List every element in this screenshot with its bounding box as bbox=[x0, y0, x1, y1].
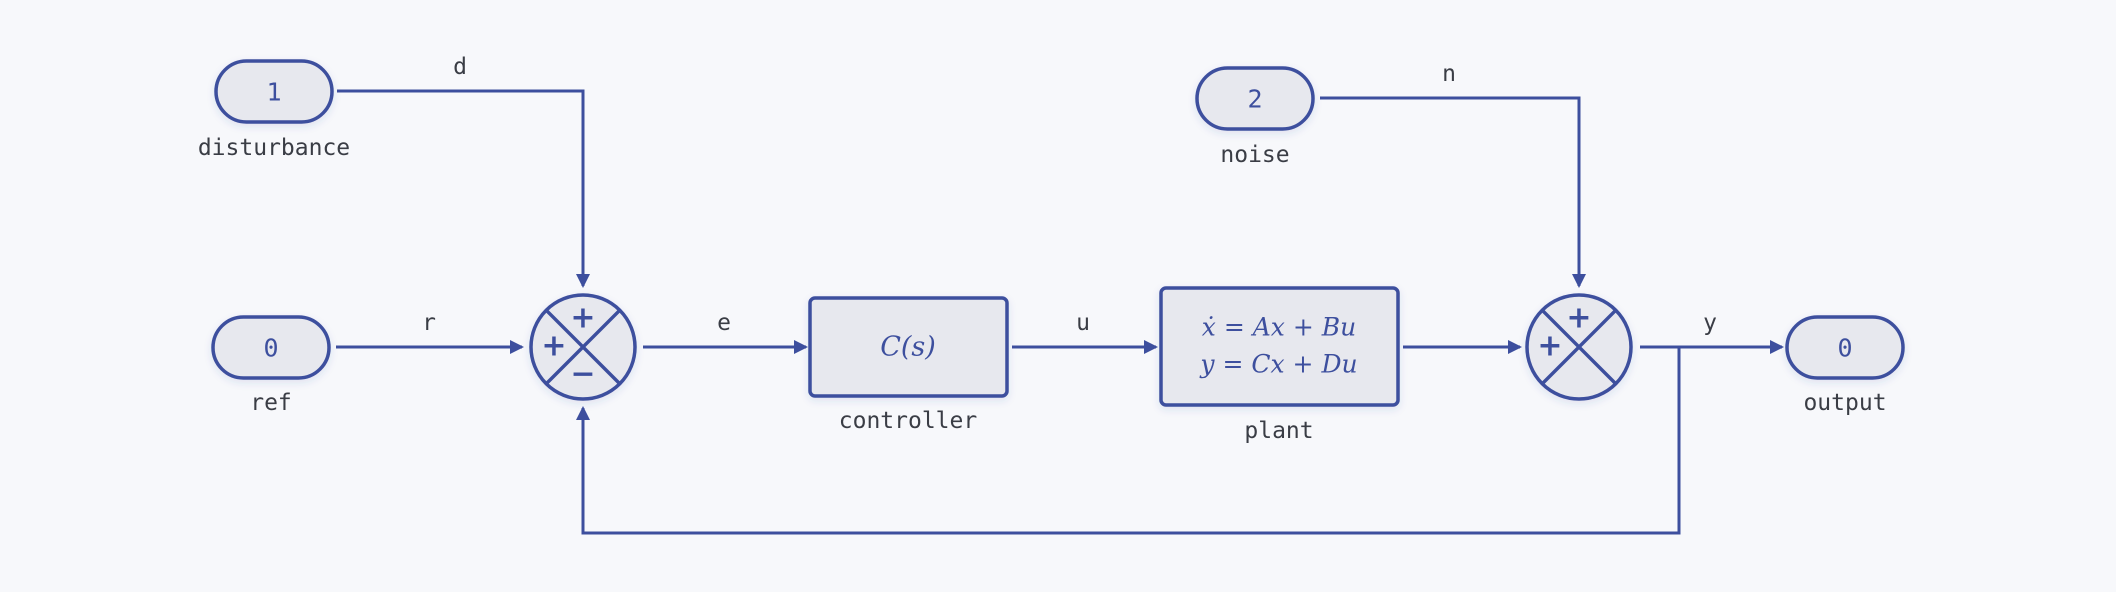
signal-label-d: d bbox=[453, 54, 467, 80]
port-output[interactable]: 0 bbox=[1785, 315, 1905, 380]
signal-label-r: r bbox=[422, 310, 436, 336]
wire-n bbox=[1320, 96, 1586, 288]
plant-label: plant bbox=[1244, 418, 1313, 444]
controller-transfer-function: C(s) bbox=[880, 332, 936, 363]
controller-label: controller bbox=[839, 408, 977, 434]
signal-label-n: n bbox=[1442, 61, 1456, 87]
controller-block[interactable]: C(s) bbox=[808, 296, 1009, 398]
plant-output-equation: y = Cx + Du bbox=[1199, 350, 1357, 379]
sum-1-left-sign: + bbox=[541, 329, 566, 364]
signal-label-y: y bbox=[1703, 310, 1717, 336]
plant-block[interactable]: ẋ = Ax + Bu y = Cx + Du bbox=[1159, 286, 1400, 407]
port-ref-value: 0 bbox=[263, 334, 278, 363]
wires bbox=[336, 89, 1784, 535]
sum-2-left-sign: + bbox=[1537, 329, 1562, 364]
port-ref[interactable]: 0 bbox=[211, 315, 331, 380]
port-noise-value: 2 bbox=[1247, 85, 1262, 114]
signal-label-e: e bbox=[717, 310, 731, 336]
sum-1-bottom-sign: − bbox=[570, 357, 595, 392]
port-output-label: output bbox=[1803, 390, 1886, 416]
sum-junction-1[interactable]: + + − bbox=[529, 293, 637, 401]
port-noise-label: noise bbox=[1220, 142, 1289, 168]
wire-feedback bbox=[576, 347, 1681, 535]
port-ref-label: ref bbox=[250, 390, 292, 416]
port-noise[interactable]: 2 bbox=[1195, 66, 1315, 131]
plant-state-equation: ẋ = Ax + Bu bbox=[1202, 313, 1356, 342]
port-disturbance-value: 1 bbox=[266, 78, 281, 107]
sum-junction-2[interactable]: + + bbox=[1525, 293, 1633, 401]
port-disturbance-label: disturbance bbox=[198, 135, 350, 161]
port-output-value: 0 bbox=[1837, 334, 1852, 363]
sum-2-top-sign: + bbox=[1566, 301, 1591, 336]
signal-label-u: u bbox=[1076, 310, 1090, 336]
wire-d bbox=[337, 89, 590, 288]
sum-1-top-sign: + bbox=[570, 301, 595, 336]
port-disturbance[interactable]: 1 bbox=[214, 59, 334, 124]
